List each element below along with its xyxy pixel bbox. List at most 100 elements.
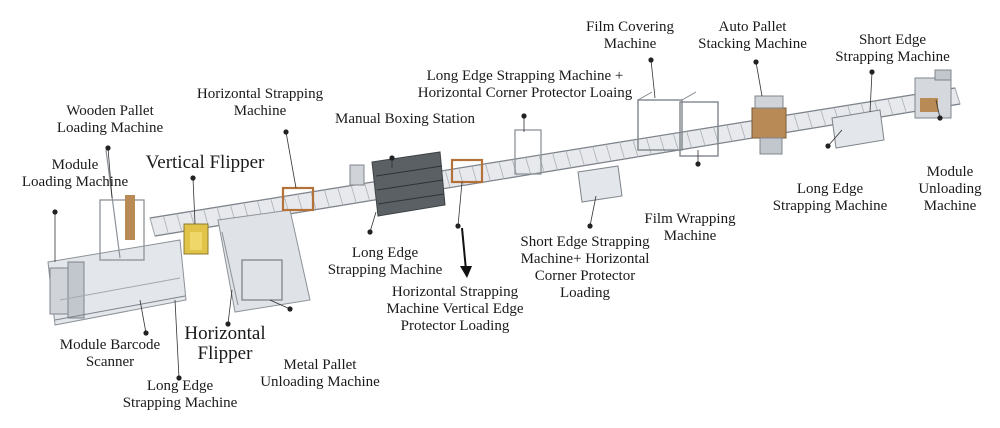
callout-dot: [587, 223, 593, 229]
conveyor-roller: [726, 124, 733, 142]
callout-dot: [455, 223, 461, 229]
conveyor-roller: [163, 215, 169, 234]
callout-dot: [389, 155, 395, 161]
conveyor-roller: [471, 165, 478, 184]
module-unloading-unit: [914, 69, 952, 119]
conveyor-roller: [350, 185, 357, 204]
callout-dot: [190, 175, 196, 181]
label-short-edge-corner-loading: Short Edge Strapping Machine+ Horizontal…: [520, 234, 650, 301]
label-auto-pallet-stacking-machine: Auto Pallet Stacking Machine: [698, 19, 807, 52]
label-long-edge-strapping-machine-mid: Long Edge Strapping Machine: [327, 245, 443, 278]
callout-dot: [695, 161, 701, 167]
label-film-wrapping-machine: Film Wrapping Machine: [644, 211, 736, 244]
label-metal-pallet-unloading-machine: Metal Pallet Unloading Machine: [260, 357, 380, 390]
callout-dot: [869, 69, 875, 75]
leader-line: [457, 181, 463, 227]
vertical-edge-protector-gantry: [450, 158, 484, 184]
leader-line: [107, 147, 113, 199]
conveyor-roller: [619, 142, 625, 160]
conveyor-roller: [337, 187, 344, 206]
callout-dot: [143, 330, 149, 336]
conveyor-roller: [605, 144, 612, 162]
leader-line: [192, 177, 196, 225]
short-edge-corner-unit: [577, 165, 623, 203]
conveyor-roller: [364, 183, 371, 201]
conveyor-roller: [592, 146, 599, 164]
leader-line: [227, 289, 233, 325]
label-horizontal-flipper: Horizontal Flipper: [184, 323, 266, 364]
horizontal-strapping-gantry: [281, 186, 315, 212]
label-long-edge-strapping-machine-bottom: Long Edge Strapping Machine: [122, 378, 238, 411]
conveyor-roller: [887, 98, 894, 116]
conveyor-roller: [807, 111, 813, 129]
conveyor-roller: [565, 150, 572, 168]
conveyor-roller: [324, 189, 330, 208]
label-long-edge-corner-loading: Long Edge Strapping Machine + Horizontal…: [417, 68, 633, 101]
leader-line: [935, 99, 941, 119]
conveyor-roller: [485, 163, 491, 182]
long-edge-corner-protector-unit: [514, 129, 542, 175]
conveyor-roller: [498, 161, 505, 179]
leader-line: [285, 131, 297, 189]
label-wooden-pallet-loading-machine: Wooden Pallet Loading Machine: [56, 103, 164, 136]
conveyor-roller: [578, 148, 585, 166]
leader-line: [869, 71, 873, 113]
label-film-covering-machine: Film Covering Machine: [586, 19, 674, 52]
label-manual-boxing-station: Manual Boxing Station: [335, 111, 475, 127]
conveyor-roller: [525, 157, 532, 175]
leader-line: [650, 59, 656, 99]
callout-dot: [825, 143, 831, 149]
leader-line: [827, 129, 843, 147]
leader-line: [369, 211, 377, 233]
callout-dot: [648, 57, 654, 63]
conveyor-roller: [739, 122, 746, 140]
label-long-edge-strapping-machine-right: Long Edge Strapping Machine: [772, 181, 888, 214]
callout-dot: [753, 59, 759, 65]
label-module-unloading-machine: Module Unloading Machine: [918, 164, 982, 214]
conveyor-roller: [646, 137, 652, 155]
leader-line: [589, 195, 597, 227]
callout-dot: [176, 375, 182, 381]
label-module-loading-machine: Module Loading Machine: [21, 157, 129, 190]
leader-line: [174, 299, 180, 379]
conveyor-roller: [176, 213, 183, 232]
leader-line: [139, 299, 147, 334]
callout-dot: [225, 321, 231, 327]
label-horizontal-strapping-machine-top: Horizontal Strapping Machine: [196, 86, 324, 119]
wooden-pallet-loading-gantry: [99, 149, 145, 261]
conveyor-roller: [444, 170, 451, 188]
leader-line: [269, 299, 291, 310]
conveyor-roller: [686, 131, 693, 149]
manual-boxing-station: [349, 151, 446, 217]
conveyor-roller: [552, 152, 558, 171]
module-loading-area: [47, 239, 187, 326]
auto-pallet-stacking-unit: [751, 95, 787, 155]
label-vertical-flipper: Vertical Flipper: [145, 152, 265, 173]
conveyor-roller: [297, 194, 303, 212]
metal-pallet-unloading-area: [217, 209, 311, 313]
callout-dot: [52, 209, 58, 215]
callout-dot: [105, 145, 111, 151]
conveyor-roller: [900, 96, 907, 113]
callout-leaders: [54, 59, 941, 379]
callout-dot: [287, 306, 293, 312]
conveyor-roller: [793, 113, 800, 131]
conveyor-roller: [820, 109, 827, 127]
vertical-flipper-unit: [183, 223, 209, 255]
callout-dot: [367, 229, 373, 235]
conveyor-roller: [954, 87, 961, 105]
conveyor-roller: [149, 217, 156, 237]
label-short-edge-strapping-machine-top: Short Edge Strapping Machine: [835, 32, 950, 65]
callout-dot: [283, 129, 289, 135]
film-wrapping-frame: [679, 101, 719, 157]
leader-line: [755, 61, 763, 97]
conveyor-roller: [672, 133, 679, 151]
callout-markers: [52, 57, 943, 381]
callout-dot: [937, 115, 943, 121]
label-module-barcode-scanner: Module Barcode Scanner: [59, 337, 161, 370]
arrow-marker: [460, 227, 472, 278]
label-horizontal-strapping-vertical-edge: Horizontal Strapping Machine Vertical Ed…: [386, 284, 524, 334]
film-covering-frame: [637, 91, 697, 151]
